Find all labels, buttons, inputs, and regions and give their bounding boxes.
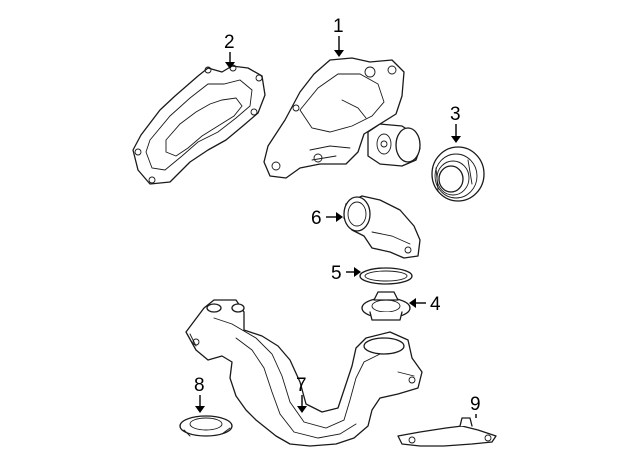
callout-2: 2 <box>224 32 235 69</box>
callout-number-7: 7 <box>296 375 307 396</box>
callout-9: 9 <box>470 394 481 418</box>
callout-number-6: 6 <box>311 208 322 229</box>
callout-1: 1 <box>333 16 344 57</box>
crossover-pipe-part <box>185 299 423 447</box>
water-pump-part <box>263 57 421 179</box>
bracket-part <box>397 417 497 447</box>
callout-number-5: 5 <box>331 263 342 284</box>
callout-number-1: 1 <box>333 16 344 37</box>
o-ring-part <box>359 267 413 285</box>
thermostat-housing-part <box>343 195 421 259</box>
callout-5: 5 <box>331 263 361 284</box>
callout-number-4: 4 <box>430 294 441 315</box>
seal-part <box>179 415 233 437</box>
callout-number-9: 9 <box>470 394 481 415</box>
callout-number-2: 2 <box>224 32 235 53</box>
callout-7: 7 <box>296 375 307 413</box>
callout-4: 4 <box>409 294 441 315</box>
gasket-part <box>132 64 266 185</box>
callout-3: 3 <box>450 104 461 143</box>
callout-number-8: 8 <box>194 375 205 396</box>
callout-6: 6 <box>311 208 343 229</box>
pulley-part <box>431 146 485 202</box>
callout-number-3: 3 <box>450 104 461 125</box>
thermostat-part <box>361 291 411 321</box>
callout-8: 8 <box>194 375 205 413</box>
